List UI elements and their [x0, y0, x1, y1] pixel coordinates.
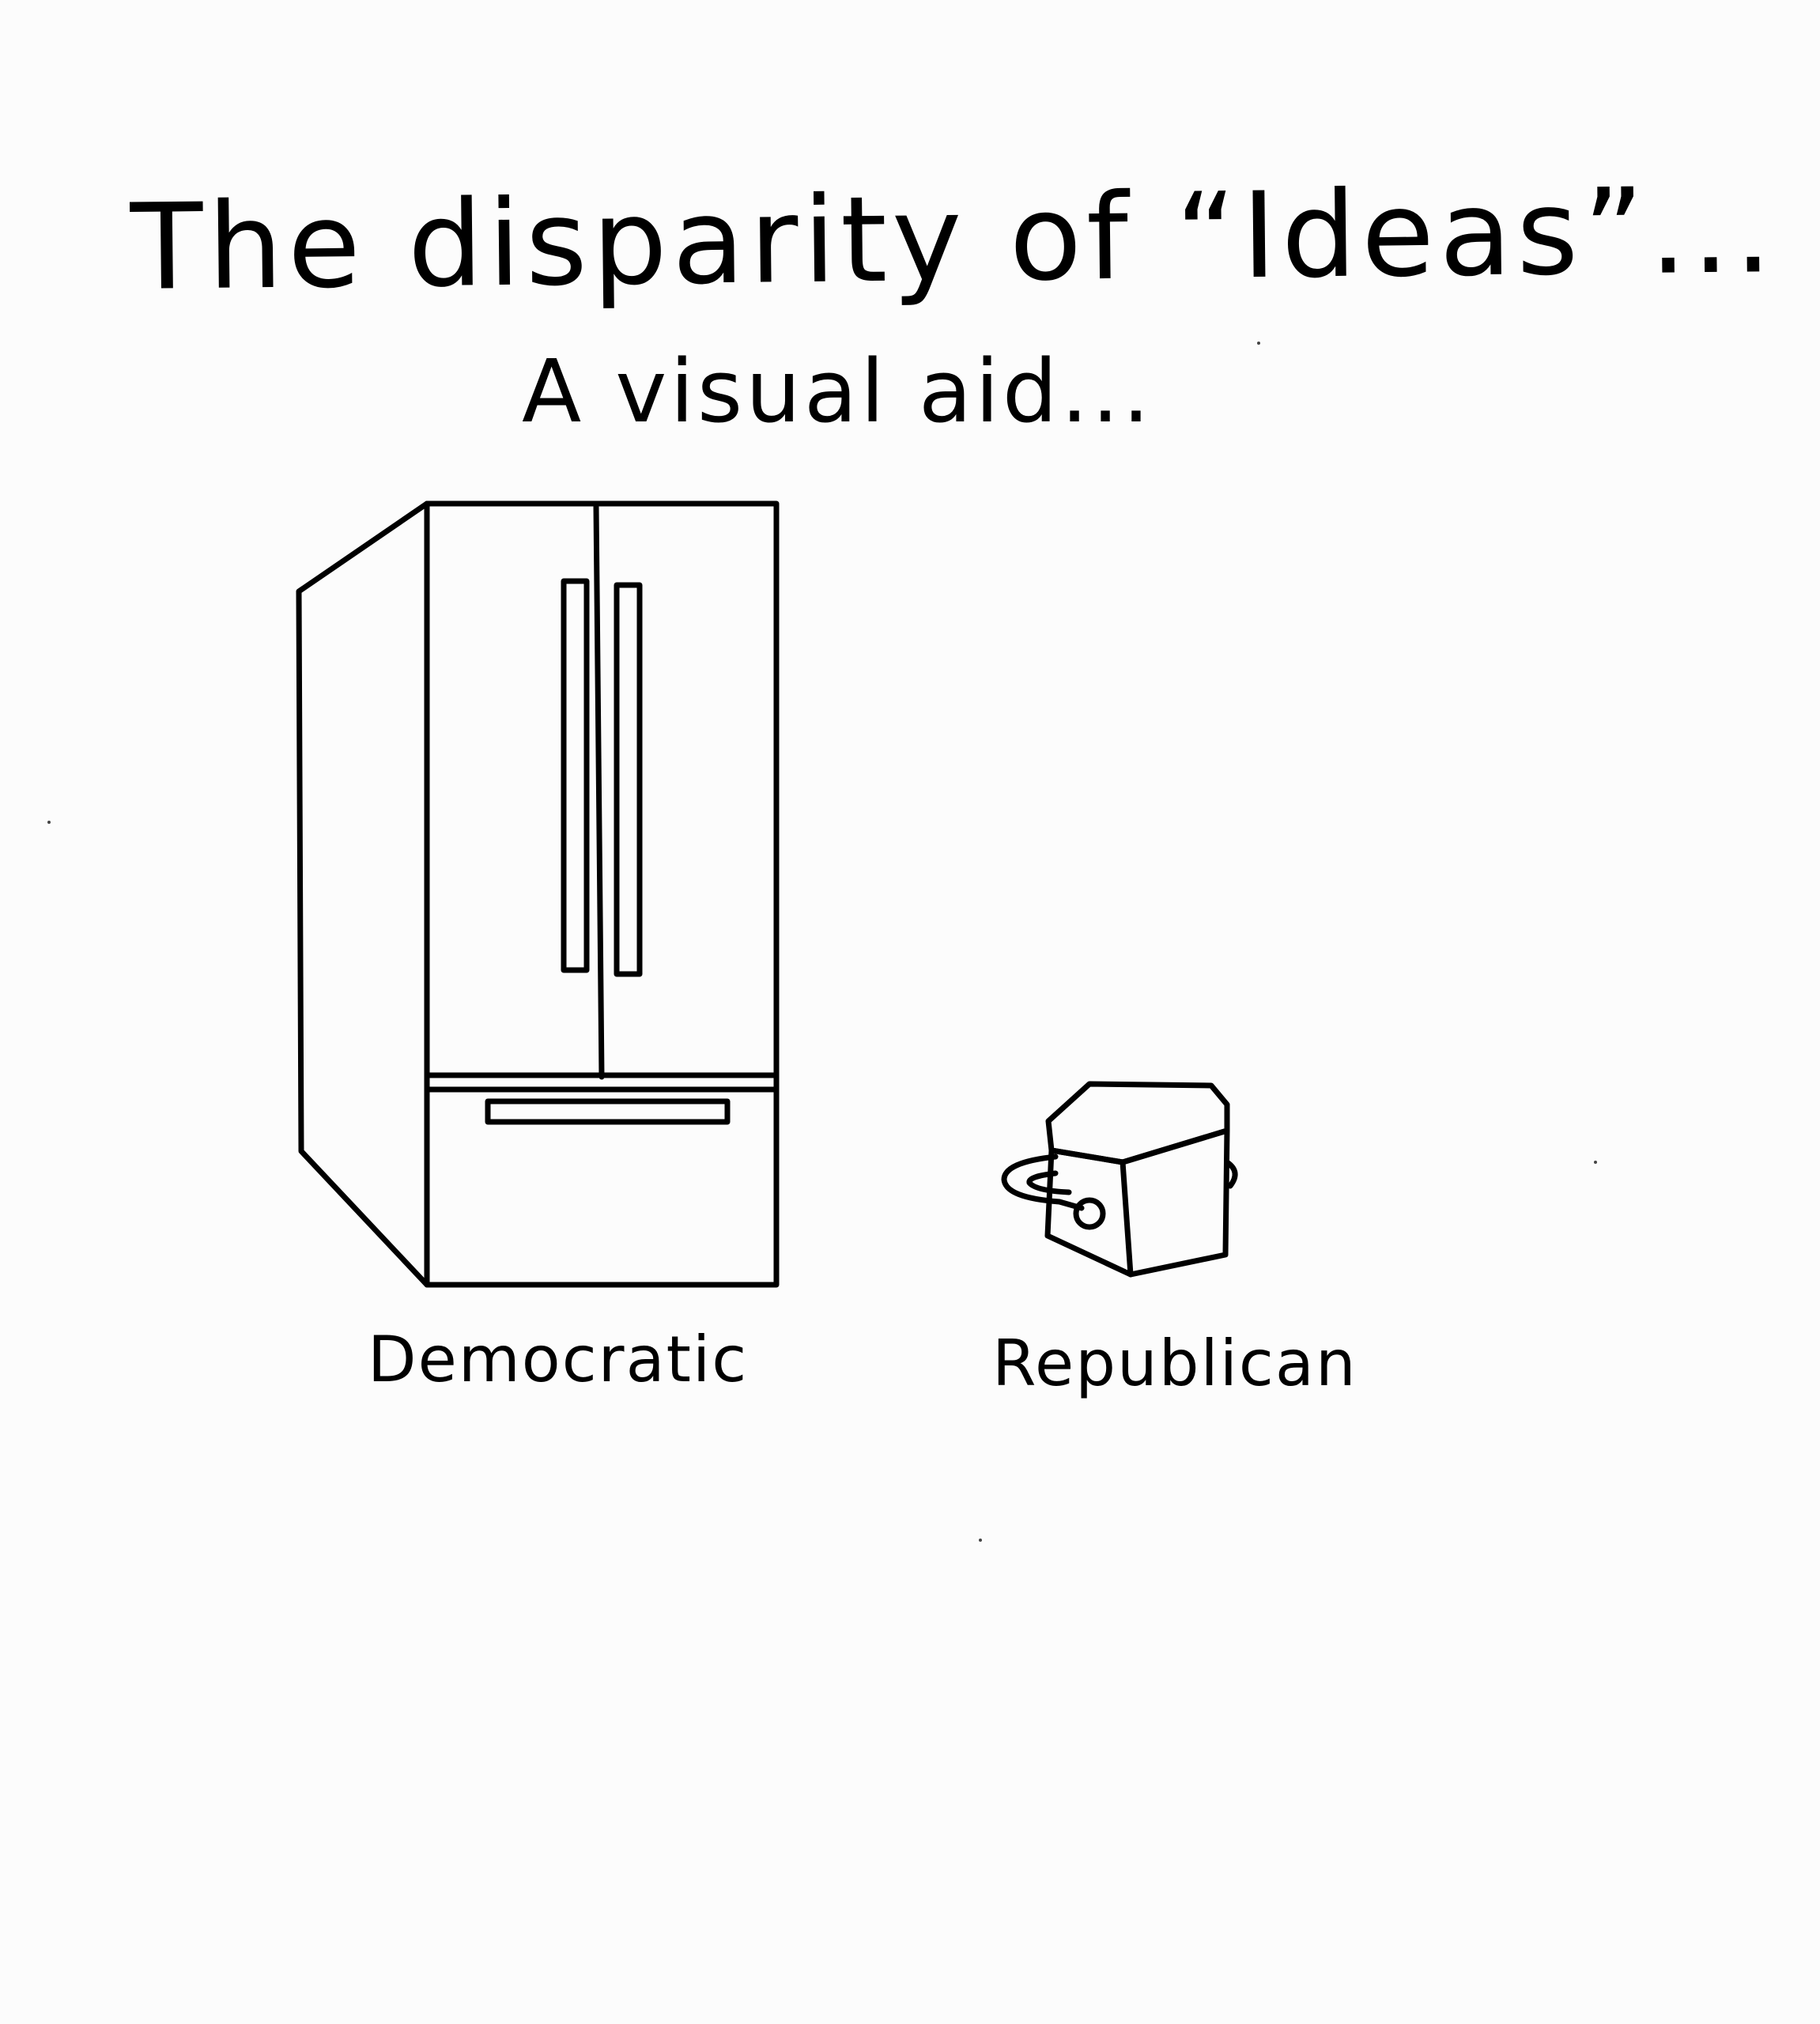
cooler-handle: [1001, 1154, 1085, 1211]
fridge-door-split: [593, 504, 605, 1080]
cooler-left-face: [1044, 1147, 1134, 1278]
fridge-left-handle: [561, 578, 590, 973]
cooler-handle-inner: [1026, 1170, 1072, 1195]
paper-speck: [47, 821, 51, 824]
democratic-label: Democratic: [368, 1323, 749, 1396]
small-cooler-icon: [1001, 1081, 1238, 1278]
cooler-right-face: [1120, 1127, 1230, 1278]
cooler-top-edge: [1048, 1127, 1230, 1165]
paper-speck: [1257, 342, 1260, 345]
cooler-knob: [1073, 1197, 1106, 1230]
fridge-side-panel: [296, 500, 430, 1288]
cooler-side-nub: [1224, 1159, 1238, 1189]
refrigerator-icon: [296, 500, 780, 1288]
fridge-right-handle: [614, 582, 643, 977]
cooler-top: [1045, 1081, 1230, 1165]
fridge-drawer-handle: [485, 1098, 731, 1125]
comic-subtitle: A visual aid...: [522, 341, 1154, 442]
paper-speck: [1594, 1161, 1597, 1164]
republican-label: Republican: [992, 1327, 1357, 1400]
paper-speck: [979, 1539, 982, 1542]
fridge-front: [424, 500, 780, 1288]
